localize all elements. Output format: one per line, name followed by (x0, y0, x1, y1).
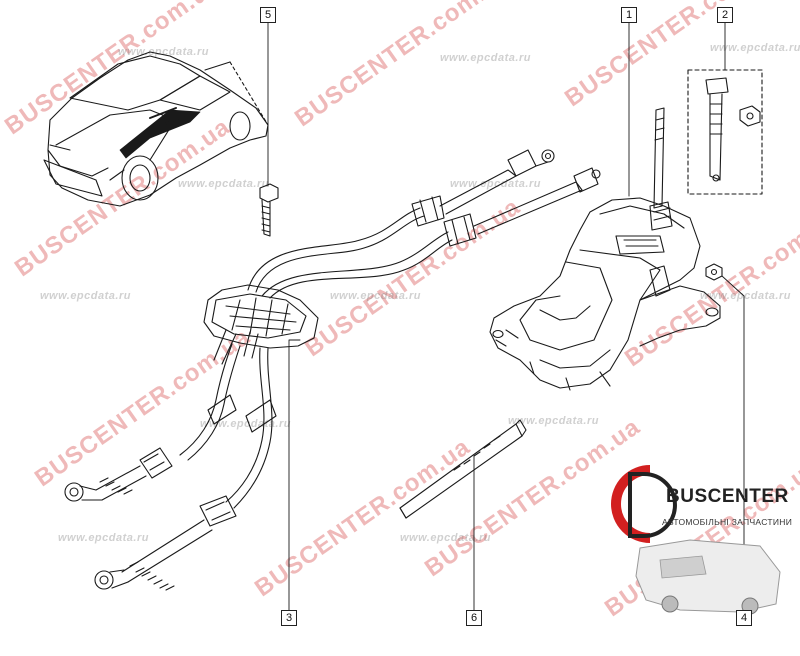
gear-shift-housing (489, 107, 723, 391)
callout-4: 4 (736, 610, 752, 626)
watermark-epc: www.epcdata.ru (178, 178, 269, 190)
callout-3: 3 (281, 610, 297, 626)
watermark-epc: www.epcdata.ru (508, 415, 599, 427)
buscenter-logo-mark (611, 465, 781, 615)
callout-6: 6 (466, 610, 482, 626)
leader-lines (267, 21, 745, 611)
bolt-part (259, 183, 279, 237)
cable-tie (399, 419, 527, 519)
watermark-epc: www.epcdata.ru (40, 290, 131, 302)
callout-1: 1 (621, 7, 637, 23)
watermark-epc: www.epcdata.ru (450, 178, 541, 190)
logo-title: BUSCENTER (666, 486, 789, 507)
logo-subtitle: АВТОМОБІЛЬНІ ЗАПЧАСТИНИ (662, 517, 793, 527)
callout-5: 5 (260, 7, 276, 23)
callout-2: 2 (717, 7, 733, 23)
watermark-epc: www.epcdata.ru (58, 532, 149, 544)
car-thumbnail (43, 51, 269, 207)
watermark-epc: www.epcdata.ru (440, 52, 531, 64)
watermark-epc: www.epcdata.ru (400, 532, 491, 544)
watermark-epc: www.epcdata.ru (710, 42, 800, 54)
watermark-epc: www.epcdata.ru (330, 290, 421, 302)
lever-parts-box (687, 69, 763, 195)
shift-cable-assembly (64, 149, 601, 591)
watermark-epc: www.epcdata.ru (700, 290, 791, 302)
